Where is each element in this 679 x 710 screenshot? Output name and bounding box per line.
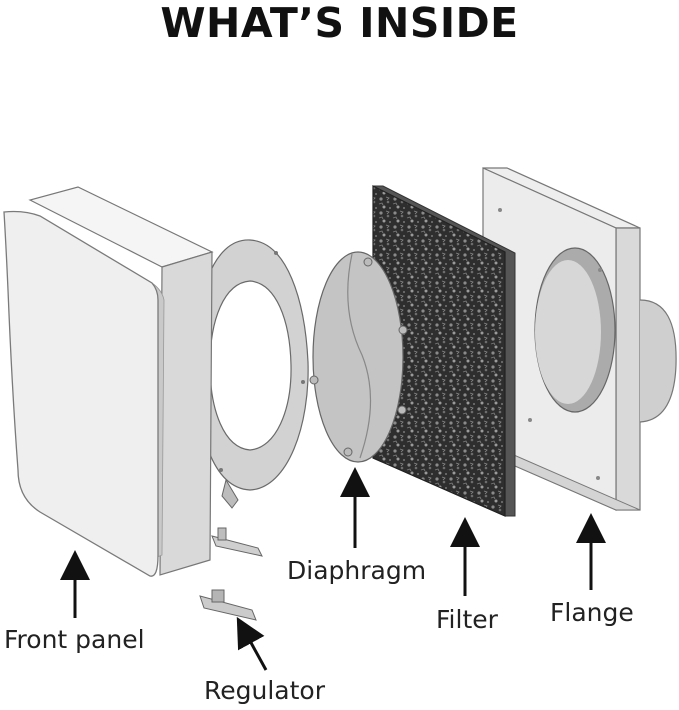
filter-part xyxy=(372,185,516,517)
flange-part xyxy=(482,167,677,511)
diaphragm-label: Diaphragm xyxy=(287,556,427,585)
regulator-arrow xyxy=(236,616,268,671)
regulator-label: Regulator xyxy=(204,676,325,705)
flange-label: Flange xyxy=(550,598,634,627)
diaphragm-part xyxy=(309,251,408,463)
page-title: WHAT’S INSIDE xyxy=(160,0,519,47)
filter-label: Filter xyxy=(436,605,498,634)
front-panel-part xyxy=(3,186,214,577)
front-panel-label: Front panel xyxy=(4,625,145,654)
regulator-part xyxy=(199,527,263,621)
